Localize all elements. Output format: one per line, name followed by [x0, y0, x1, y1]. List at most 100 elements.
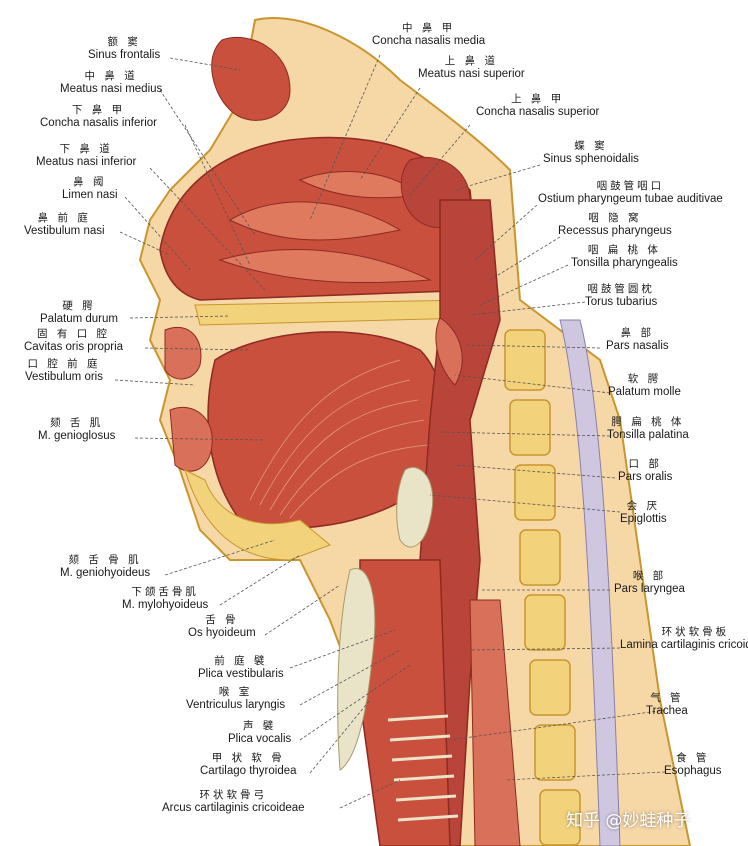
label-latin: Cartilago thyroidea: [200, 765, 297, 777]
label-latin: Palatum durum: [40, 313, 118, 325]
label-latin: Pars oralis: [618, 471, 673, 483]
label-latin: Plica vestibularis: [198, 668, 284, 680]
mandible: [184, 469, 331, 561]
label-latin: Tonsilla palatina: [607, 429, 689, 441]
label-latin: Pars nasalis: [606, 340, 669, 352]
label-zh: 环状软骨板: [661, 626, 730, 638]
label-zh: 会 厌: [626, 500, 660, 512]
label-latin: Meatus nasi medius: [60, 83, 163, 95]
label-zh: 咽鼓管圆枕: [587, 283, 655, 295]
leader-lines: [114, 54, 666, 809]
spinal-cord: [559, 319, 621, 846]
label-zh: 声 襞: [242, 720, 277, 732]
label-zh: 颏 舌 骨 肌: [68, 554, 142, 566]
label-latin: Esophagus: [664, 765, 722, 777]
label-zh: 鼻 前 庭: [37, 212, 91, 224]
label-latin: Sinus sphenoidalis: [543, 153, 639, 165]
label-latin: M. genioglosus: [38, 430, 116, 442]
label-latin: Tonsilla pharyngealis: [571, 257, 678, 269]
label-latin: Lamina cartilaginis cricoideae: [620, 639, 748, 651]
label-zh: 环状软骨弓: [199, 789, 268, 801]
label-zh: 中 鼻 甲: [401, 22, 456, 34]
label-latin: Ventriculus laryngis: [186, 699, 286, 711]
label-latin: Sinus frontalis: [88, 49, 161, 61]
label-latin: Os hyoideum: [188, 627, 256, 639]
label-latin: Ostium pharyngeum tubae auditivae: [538, 193, 723, 205]
label-latin: Concha nasalis superior: [476, 106, 600, 118]
label-zh: 额 窦: [107, 36, 141, 48]
soft-palate: [435, 317, 463, 386]
label-zh: 咽 隐 窝: [588, 212, 642, 224]
label-latin: Plica vocalis: [228, 733, 292, 745]
label-zh: 舌 骨: [205, 614, 239, 626]
esophagus-shape: [469, 599, 521, 846]
label-latin: M. geniohyoideus: [60, 567, 151, 579]
label-zh: 甲 状 软 骨: [211, 752, 285, 764]
label-zh: 咽 扁 桃 体: [587, 244, 661, 256]
label-zh: 固 有 口 腔: [37, 328, 111, 340]
label-latin: Recessus pharyngeus: [558, 225, 672, 237]
label-latin: M. mylohyoideus: [122, 599, 209, 611]
watermark-text: 知乎 @妙蛙种子: [566, 811, 691, 831]
label-latin: Concha nasalis media: [372, 35, 486, 47]
label-zh: 蝶 窦: [574, 140, 608, 152]
label-zh: 喉 部: [632, 570, 667, 582]
label-latin: Meatus nasi inferior: [36, 156, 137, 168]
label-zh: 软 腭: [627, 373, 662, 385]
label-zh: 硬 腭: [62, 300, 96, 312]
label-zh: 上 鼻 道: [444, 55, 498, 67]
label-latin: Vestibulum nasi: [24, 225, 105, 237]
label-latin: Limen nasi: [62, 189, 118, 201]
label-zh: 口 部: [628, 458, 662, 470]
tracheal-rings: [387, 714, 459, 822]
vertebral-column: [504, 329, 581, 846]
label-zh: 口 腔 前 庭: [27, 358, 101, 370]
label-latin: Concha nasalis inferior: [40, 117, 157, 129]
label-zh: 喉 室: [218, 686, 253, 698]
label-latin: Meatus nasi superior: [418, 68, 525, 80]
concha-shapes: [218, 171, 432, 284]
tongue-fibres: [249, 359, 429, 519]
label-latin: Palatum molle: [608, 386, 681, 398]
label-zh: 食 管: [676, 752, 710, 764]
label-zh: 下 鼻 道: [59, 143, 113, 155]
frontal-sinus: [211, 36, 291, 121]
label-zh: 下颌舌骨肌: [131, 586, 199, 598]
label-latin: Arcus cartilaginis cricoideae: [162, 802, 305, 814]
label-zh: 腭 扁 桃 体: [611, 416, 685, 428]
label-zh: 气 管: [650, 692, 684, 704]
label-latin: Vestibulum oris: [25, 371, 103, 383]
label-latin: Epiglottis: [620, 513, 667, 525]
label-zh: 咽鼓管咽口: [596, 180, 665, 192]
